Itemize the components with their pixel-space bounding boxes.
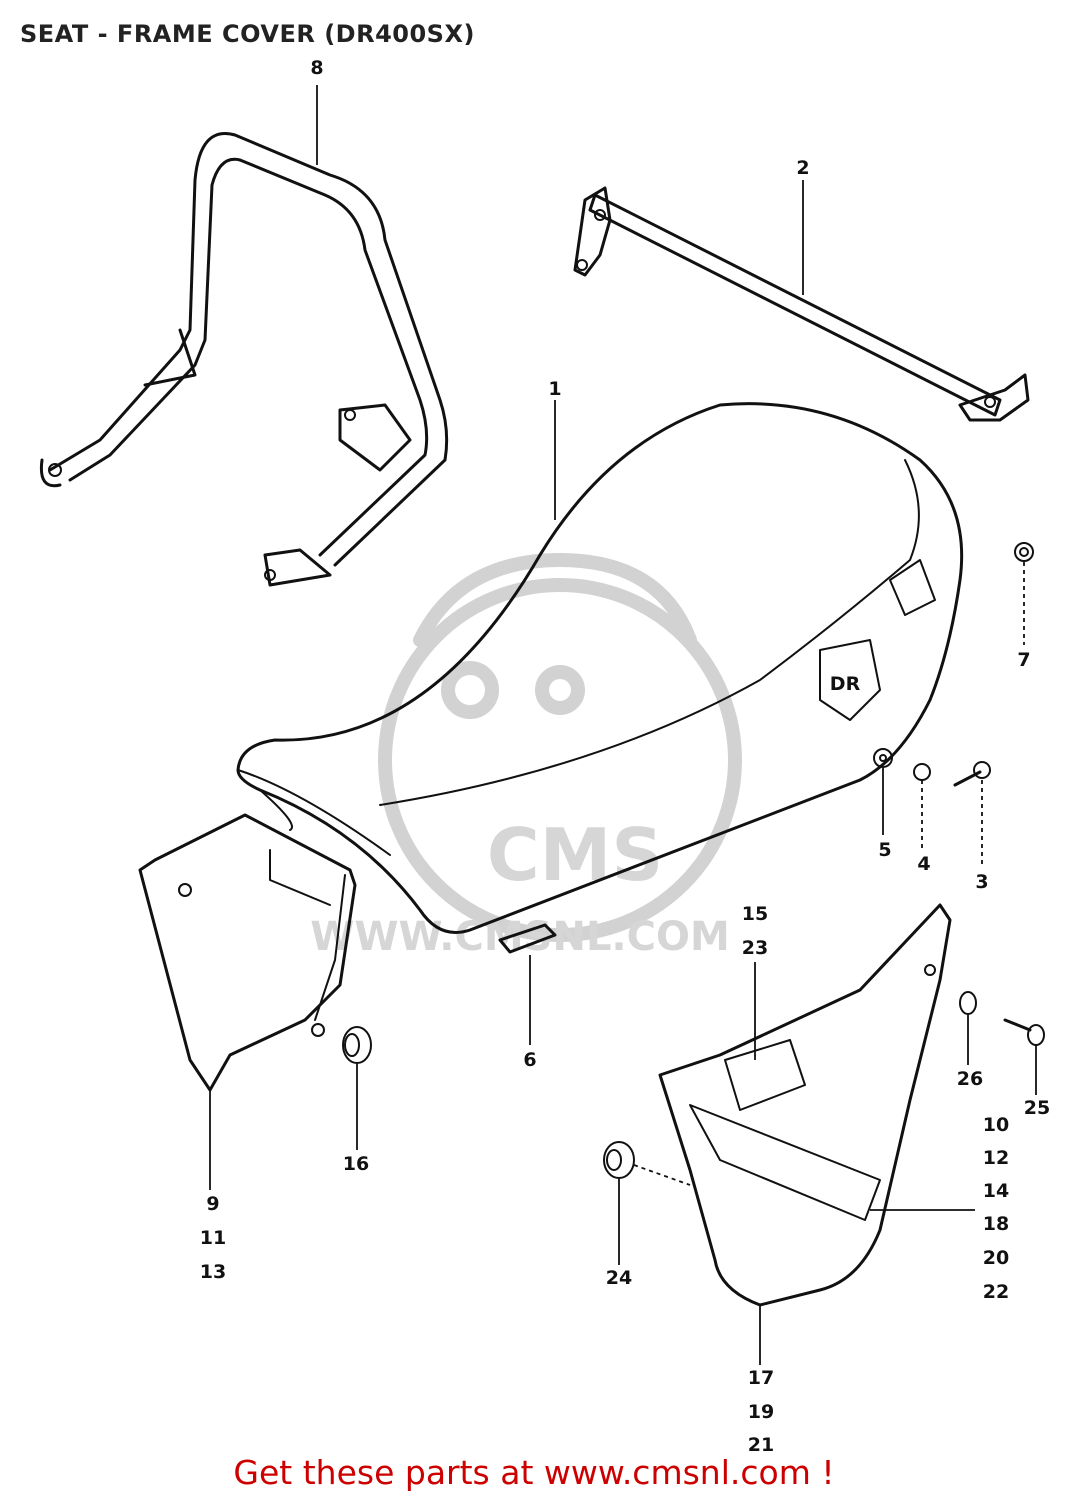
callout-3: 3 <box>975 871 988 893</box>
part-7-nut[interactable] <box>1014 542 1034 562</box>
part-24-grommet[interactable] <box>603 1141 635 1179</box>
get-parts-link[interactable]: Get these parts at www.cmsnl.com ! <box>233 1453 835 1492</box>
svg-text:13: 13 <box>200 1261 226 1283</box>
callout-9-11-13: 9 11 13 <box>200 1193 226 1283</box>
part-25-bolt[interactable] <box>1003 1018 1045 1046</box>
watermark-eye-right <box>535 665 585 715</box>
callout-2: 2 <box>796 157 809 179</box>
svg-text:21: 21 <box>748 1434 774 1456</box>
callout-1: 1 <box>548 378 561 400</box>
svg-text:18: 18 <box>983 1213 1009 1235</box>
watermark-helmet <box>413 553 697 647</box>
cms-watermark: CMS WWW.CMSNL.COM <box>310 553 742 960</box>
callout-10-12-14-18-20-22: 10 12 14 18 20 22 <box>983 1114 1009 1303</box>
svg-text:22: 22 <box>983 1281 1009 1303</box>
part-26-washer[interactable] <box>959 991 977 1015</box>
svg-text:11: 11 <box>200 1227 226 1249</box>
callout-16: 16 <box>343 1153 369 1175</box>
watermark-brand: CMS <box>487 813 663 897</box>
watermark-ring <box>378 578 742 942</box>
part-1-seat[interactable]: DR <box>236 402 964 934</box>
watermark-url: WWW.CMSNL.COM <box>310 914 730 960</box>
leader-lines <box>209 85 1037 1365</box>
callout-4: 4 <box>917 853 930 875</box>
part-4-nut[interactable] <box>913 763 931 781</box>
diagram-title: SEAT - FRAME COVER (DR400SX) <box>20 20 475 48</box>
watermark-eye-left <box>441 661 499 719</box>
callout-25: 25 <box>1024 1097 1050 1119</box>
part-2-bracket[interactable] <box>573 186 1030 422</box>
part-17-right-frame-cover[interactable] <box>658 903 952 1307</box>
svg-text:19: 19 <box>748 1401 774 1423</box>
part-8-grab-rail[interactable] <box>39 132 449 587</box>
callout-24: 24 <box>606 1267 632 1289</box>
part-3-bolt[interactable] <box>953 761 991 787</box>
callout-7: 7 <box>1017 649 1030 671</box>
svg-text:9: 9 <box>206 1193 219 1215</box>
callout-5: 5 <box>878 839 891 861</box>
svg-text:23: 23 <box>742 937 768 959</box>
svg-text:12: 12 <box>983 1147 1009 1169</box>
callout-17-19-21: 17 19 21 <box>748 1367 774 1456</box>
part-9-left-frame-cover[interactable] <box>138 813 357 1092</box>
callout-15-23: 15 23 <box>742 903 768 959</box>
svg-text:14: 14 <box>983 1180 1009 1202</box>
part-5-washer[interactable] <box>873 748 893 768</box>
svg-text:20: 20 <box>983 1247 1009 1269</box>
seat-dr-badge: DR <box>830 673 861 695</box>
svg-text:10: 10 <box>983 1114 1009 1136</box>
callout-8: 8 <box>310 57 323 79</box>
svg-text:17: 17 <box>748 1367 774 1389</box>
callout-26: 26 <box>957 1068 983 1090</box>
part-6-plate[interactable] <box>498 923 557 954</box>
svg-text:15: 15 <box>742 903 768 925</box>
part-16-grommet[interactable] <box>342 1026 372 1064</box>
callout-labels: 8 2 1 7 5 4 3 6 9 11 13 16 24 15 23 26 2… <box>200 57 1050 1456</box>
callout-6: 6 <box>523 1049 536 1071</box>
